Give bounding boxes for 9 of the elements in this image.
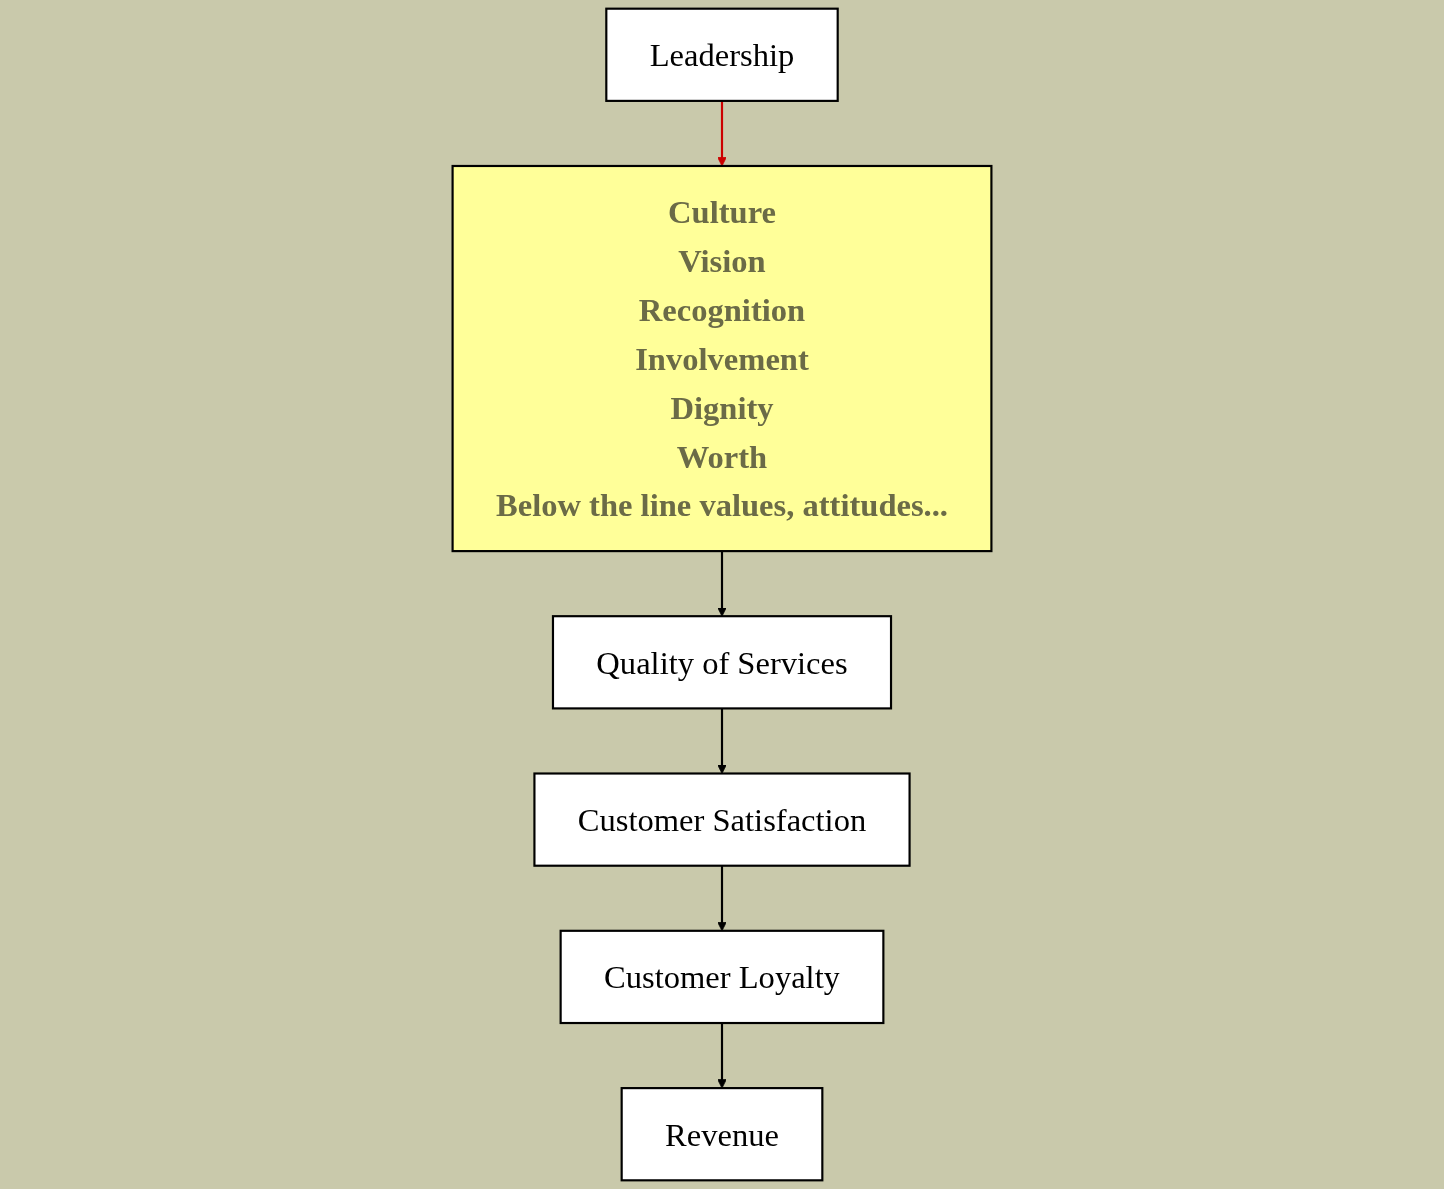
node-box: Revenue <box>620 1087 824 1182</box>
node-box: Culture Vision Recognition Involvement Dignity Worth Below the line values, attitudes... <box>451 164 993 553</box>
arrow <box>717 708 727 774</box>
arrow <box>717 551 727 617</box>
arrow <box>717 1023 727 1089</box>
node-box: Leadership <box>605 7 839 102</box>
node-box: Quality of Services <box>551 615 893 710</box>
node-box: Customer Satisfaction <box>533 772 911 867</box>
node-box: Customer Loyalty <box>559 929 885 1025</box>
